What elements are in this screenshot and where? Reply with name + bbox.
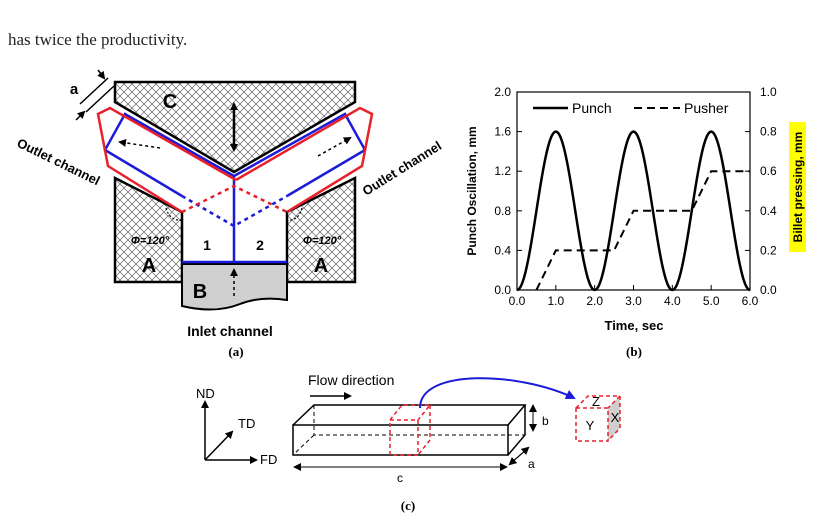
label-a-dimension: a	[70, 81, 79, 98]
x-tick-label: 0.0	[509, 294, 526, 308]
y-left-tick-label: 2.0	[494, 85, 511, 99]
y-left-tick-label: 0.4	[494, 243, 511, 257]
cube-right-face	[608, 396, 620, 441]
y-left-tick-label: 0.8	[494, 204, 511, 218]
label-channel-1: 1	[203, 237, 211, 253]
y-right-tick-label: 0.2	[760, 243, 777, 257]
label-fd: FD	[260, 452, 277, 467]
label-b: B	[193, 281, 207, 303]
y-left-tick-label: 1.2	[494, 164, 511, 178]
legend-punch-label: Punch	[572, 100, 612, 116]
panel-a-die-diagram: a C A A B 1 2 Φ=120° Φ=120° Outlet chann…	[15, 69, 445, 359]
y-right-tick-label: 0.4	[760, 204, 777, 218]
x-tick-label: 5.0	[703, 294, 720, 308]
caption-c: (c)	[401, 498, 415, 513]
x-axis-label: Time, sec	[604, 318, 663, 333]
series-pusher-line	[535, 170, 750, 291]
label-td: TD	[238, 416, 255, 431]
label-flow-direction: Flow direction	[308, 372, 394, 388]
label-phi-left: Φ=120°	[131, 235, 170, 247]
bar-front	[292, 424, 509, 456]
label-a-dim: a	[528, 457, 535, 471]
x-tick-label: 2.0	[586, 294, 603, 308]
y-right-tick-label: 1.0	[760, 85, 777, 99]
label-y: Y	[586, 418, 595, 433]
extract-arrow	[419, 377, 576, 409]
caption-b: (b)	[626, 344, 642, 359]
label-z: Z	[592, 394, 600, 409]
bar-top	[292, 404, 527, 426]
label-outlet-right: Outlet channel	[360, 138, 445, 199]
label-c-dim: c	[397, 471, 403, 485]
label-c: C	[163, 91, 177, 113]
y-right-tick-label: 0.6	[760, 164, 777, 178]
label-a-right: A	[314, 255, 328, 277]
label-outlet-left: Outlet channel	[15, 135, 103, 188]
y-right-tick-label: 0.8	[760, 125, 777, 139]
label-a-left: A	[142, 255, 156, 277]
x-tick-label: 4.0	[664, 294, 681, 308]
red-channel	[96, 106, 237, 214]
y-axis-right-label: Billet pressing, mm	[791, 132, 805, 243]
billet-b	[181, 263, 288, 311]
y-axis-left-label: Punch Oscillation, mm	[465, 126, 479, 255]
y-left-tick-label: 0.0	[494, 283, 511, 297]
bar-hidden	[292, 405, 525, 456]
legend-pusher-label: Pusher	[684, 100, 729, 116]
series-punch-line	[516, 130, 751, 292]
label-channel-2: 2	[256, 237, 264, 253]
sample-cube-in-bar	[389, 404, 432, 456]
label-b-dim: b	[542, 414, 549, 428]
label-phi-right: Φ=120°	[303, 235, 342, 247]
panel-c-diagram: ND TD FD Flow direction Z X Y b a c (c)	[196, 372, 622, 513]
x-tick-label: 3.0	[625, 294, 642, 308]
blue-channel	[103, 112, 236, 262]
x-tick-label: 6.0	[742, 294, 759, 308]
y-left-tick-label: 1.6	[494, 125, 511, 139]
label-nd: ND	[196, 386, 215, 401]
label-x: X	[611, 410, 620, 425]
bar-side	[507, 405, 526, 456]
label-inlet: Inlet channel	[187, 323, 273, 339]
y-axis-right-highlight	[789, 122, 806, 252]
caption-a: (a)	[228, 344, 243, 359]
extracted-cube	[575, 395, 622, 442]
die-a-right	[285, 175, 357, 284]
top-text-fragment: has twice the productivity.	[8, 30, 188, 49]
axis-td	[204, 430, 234, 461]
y-right-tick-label: 0.0	[760, 283, 777, 297]
x-tick-label: 1.0	[547, 294, 564, 308]
